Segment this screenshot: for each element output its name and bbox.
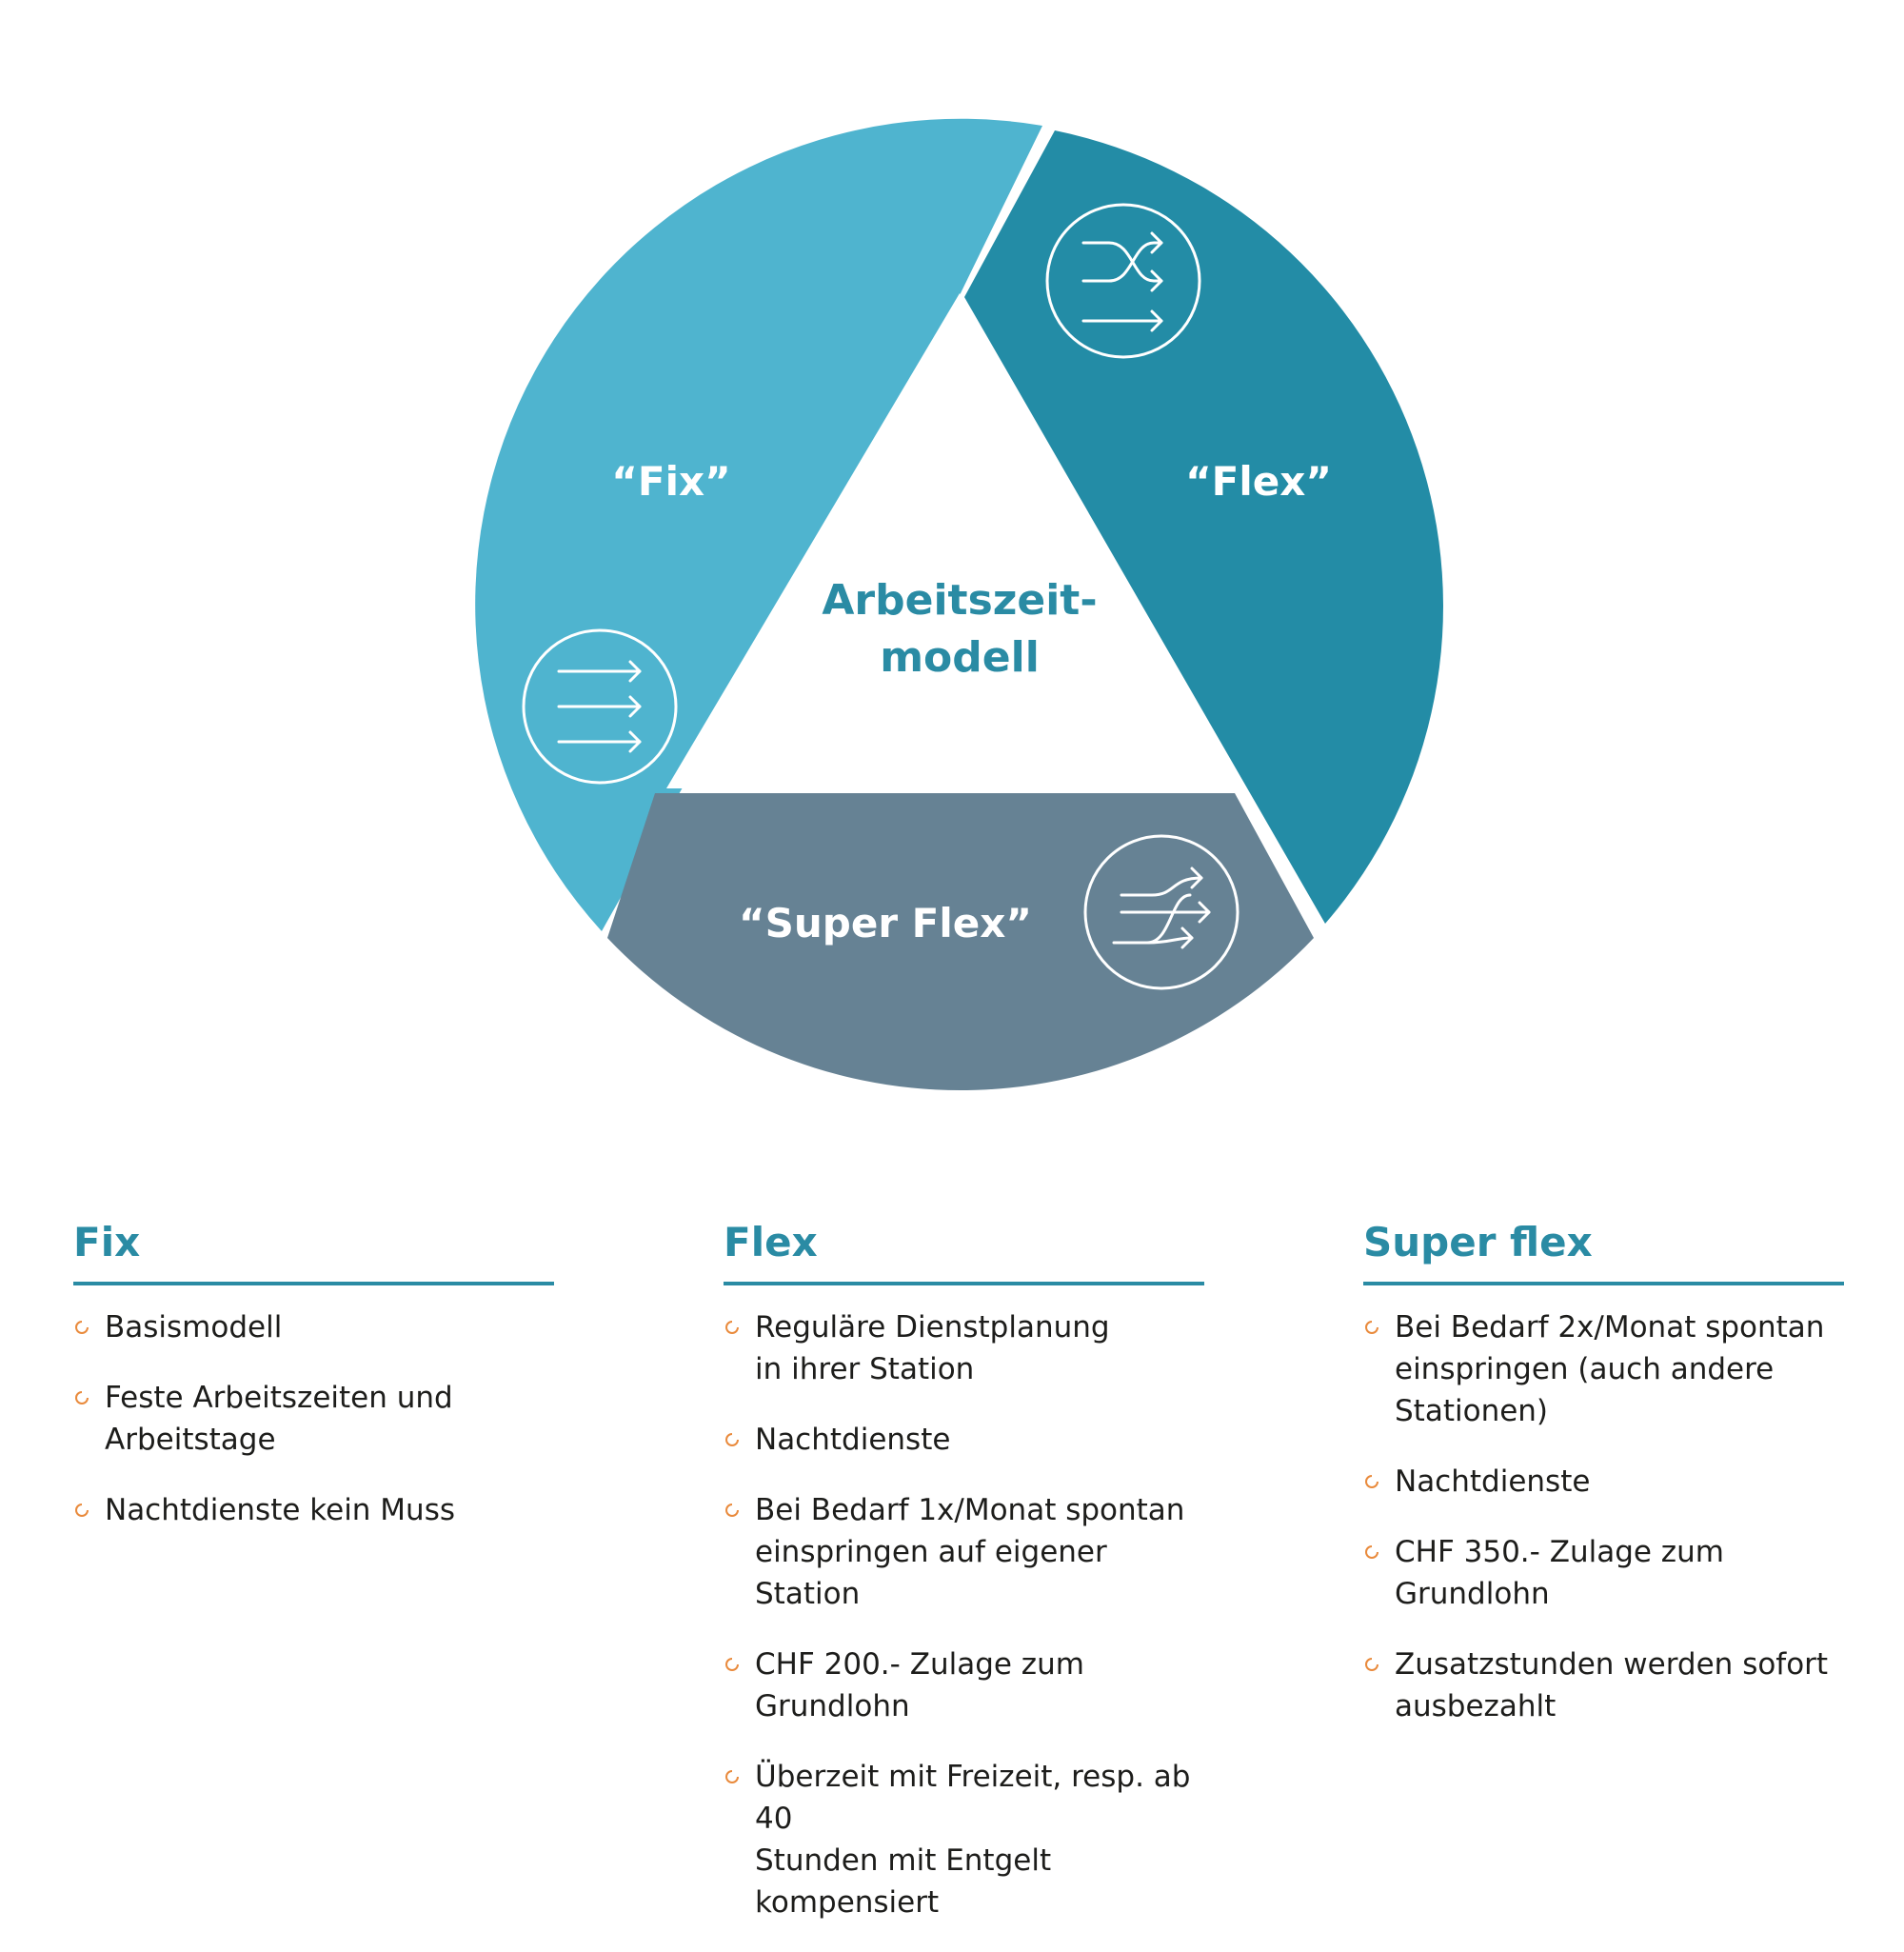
column-flex: Flex Reguläre Dienstplanung in ihrer Sta…	[724, 1214, 1204, 1952]
feature-list-fix: Basismodell Feste Arbeitszeiten und Arbe…	[73, 1306, 554, 1531]
column-fix: Fix Basismodell Feste Arbeitszeiten und …	[73, 1214, 554, 1560]
circle-bullet-icon	[725, 1321, 739, 1334]
column-title-super-flex: Super flex	[1363, 1219, 1593, 1265]
column-title-fix: Fix	[73, 1219, 141, 1265]
segment-label-fix: “Fix”	[611, 458, 730, 505]
feature-list-flex: Reguläre Dienstplanung in ihrer Station …	[724, 1306, 1204, 1923]
column-title-flex: Flex	[724, 1219, 818, 1265]
column-divider	[724, 1282, 1204, 1285]
feature-list-super-flex: Bei Bedarf 2x/Monat spontan einspringen …	[1363, 1306, 1844, 1727]
merge-arrows-icon	[1083, 834, 1240, 990]
circle-bullet-icon	[725, 1770, 739, 1783]
parallel-arrows-icon	[522, 628, 678, 785]
list-item: Bei Bedarf 1x/Monat spontan einspringen …	[724, 1489, 1204, 1615]
list-item: Überzeit mit Freizeit, resp. ab 40 Stund…	[724, 1756, 1204, 1923]
list-item: Nachtdienste	[724, 1419, 1204, 1461]
circle-bullet-icon	[725, 1658, 739, 1671]
list-item: Basismodell	[73, 1306, 554, 1348]
list-item: Feste Arbeitszeiten und Arbeitstage	[73, 1377, 554, 1461]
center-triangle	[666, 293, 1228, 788]
work-time-model-diagram: “Fix” “Flex” “Super Flex” Arbeitszeit- m…	[475, 118, 1443, 1091]
circle-bullet-icon	[75, 1504, 89, 1517]
list-item-text: Bei Bedarf 1x/Monat spontan einspringen …	[755, 1493, 1185, 1611]
segment-label-flex: “Flex”	[1185, 458, 1332, 505]
center-label-line1: Arbeitszeit-	[822, 576, 1097, 625]
list-item: CHF 350.- Zulage zum Grundlohn	[1363, 1531, 1844, 1615]
list-item: Nachtdienste kein Muss	[73, 1489, 554, 1531]
circle-bullet-icon	[1365, 1658, 1378, 1671]
list-item: CHF 200.- Zulage zum Grundlohn	[724, 1643, 1204, 1727]
list-item: Bei Bedarf 2x/Monat spontan einspringen …	[1363, 1306, 1844, 1432]
list-item-text: Feste Arbeitszeiten und Arbeitstage	[105, 1381, 453, 1457]
list-item-text: Überzeit mit Freizeit, resp. ab 40 Stund…	[755, 1760, 1191, 1920]
shuffle-arrows-icon	[1045, 203, 1201, 359]
list-item-text: Nachtdienste	[1395, 1464, 1591, 1499]
segment-flex	[964, 130, 1443, 924]
list-item: Nachtdienste	[1363, 1461, 1844, 1503]
circle-bullet-icon	[1365, 1321, 1378, 1334]
circle-bullet-icon	[1365, 1545, 1378, 1559]
column-divider	[1363, 1282, 1844, 1285]
list-item-text: CHF 200.- Zulage zum Grundlohn	[755, 1647, 1084, 1723]
list-item-text: Reguläre Dienstplanung in ihrer Station	[755, 1310, 1110, 1386]
circle-bullet-icon	[725, 1504, 739, 1517]
segment-fix	[475, 118, 1042, 931]
column-super-flex: Super flex Bei Bedarf 2x/Monat spontan e…	[1363, 1214, 1844, 1756]
list-item: Reguläre Dienstplanung in ihrer Station	[724, 1306, 1204, 1390]
circle-bullet-icon	[75, 1321, 89, 1334]
circle-bullet-icon	[1365, 1475, 1378, 1488]
segment-label-super-flex: “Super Flex”	[739, 900, 1032, 946]
segment-super-flex	[607, 793, 1314, 1091]
circle-bullet-icon	[725, 1433, 739, 1446]
list-item: Zusatzstunden werden sofort ausbezahlt	[1363, 1643, 1844, 1727]
list-item-text: Nachtdienste	[755, 1423, 951, 1457]
center-label-line2: modell	[880, 633, 1040, 682]
list-item-text: Zusatzstunden werden sofort ausbezahlt	[1395, 1647, 1829, 1723]
list-item-text: Basismodell	[105, 1310, 283, 1344]
list-item-text: Bei Bedarf 2x/Monat spontan einspringen …	[1395, 1310, 1825, 1428]
list-item-text: Nachtdienste kein Muss	[105, 1493, 456, 1527]
column-divider	[73, 1282, 554, 1285]
list-item-text: CHF 350.- Zulage zum Grundlohn	[1395, 1535, 1724, 1611]
circle-bullet-icon	[75, 1391, 89, 1404]
